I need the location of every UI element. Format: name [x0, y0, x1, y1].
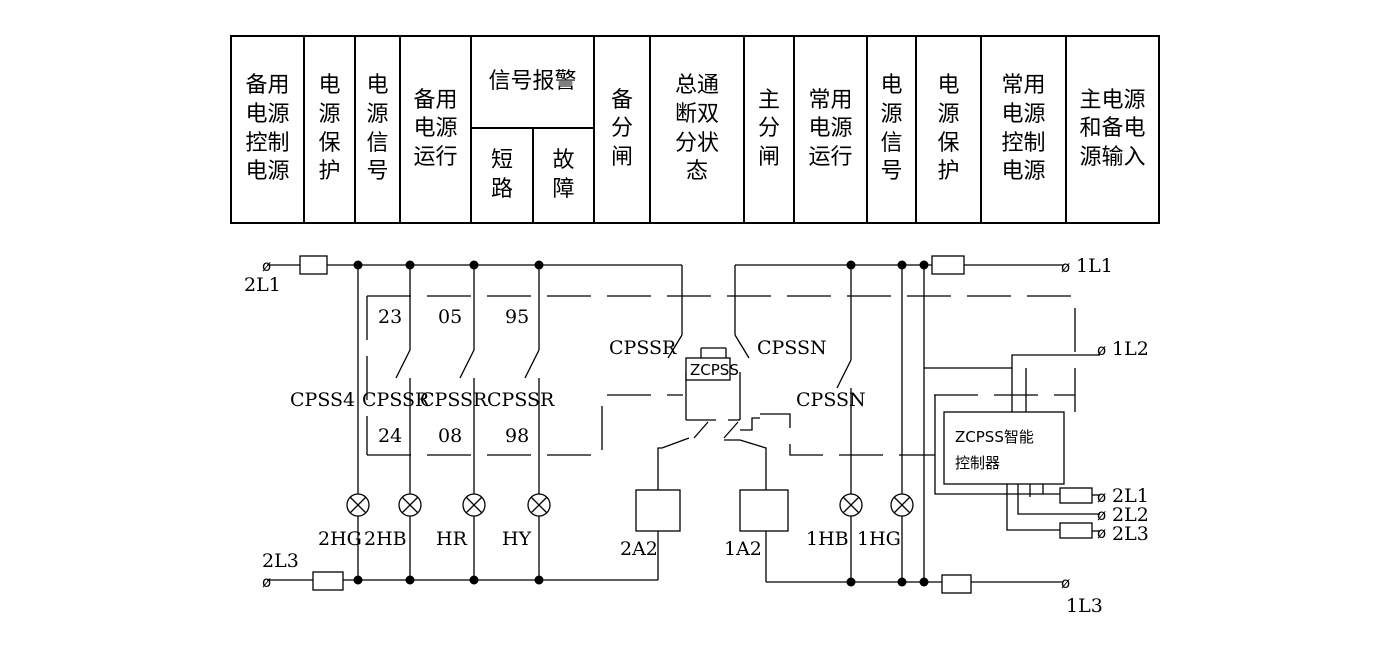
lamp-label-2hg: 2HG	[318, 528, 362, 550]
fuse-1l1	[931, 255, 965, 275]
contact-08: 08	[438, 425, 462, 447]
terminal-symbols: ø ø ø ø ø ø ø ø	[262, 257, 1106, 592]
col-short-circuit: 短 路	[470, 127, 534, 224]
cpssr-label-2: CPSSR	[420, 389, 488, 411]
col-fault: 故 障	[531, 127, 596, 224]
col-double-open-status: 总通 断双 分状 态	[649, 35, 746, 224]
lamp-1hg	[890, 493, 914, 517]
contact-23: 23	[378, 306, 402, 328]
terminal-right-2l2: 2L2	[1112, 504, 1149, 526]
contact-05: 05	[438, 306, 462, 328]
terminal-2l3: 2L3	[262, 550, 299, 572]
terminal-2l1: 2L1	[244, 274, 281, 296]
center-contacts	[657, 334, 767, 492]
terminal-right-2l3: 2L3	[1112, 523, 1149, 545]
standby-branches	[357, 265, 540, 580]
contact-95: 95	[505, 306, 529, 328]
fuse-1l3	[941, 574, 972, 594]
fuse-right-2l3	[1059, 522, 1093, 539]
legend-table: 备用 电源 控制 电源 电 源 保 护 电 源 信 号 备用 电源 运行 信号报…	[230, 35, 1161, 224]
cpssr-label-1: CPSSR	[362, 389, 430, 411]
lamp-label-2hb: 2HB	[364, 528, 407, 550]
col-power-signal-normal: 电 源 信 号	[866, 35, 918, 224]
lamp-label-1hb: 1HB	[806, 528, 849, 550]
top-bus	[267, 255, 1063, 335]
zcpss-controller	[943, 411, 1065, 485]
coil-2a2	[635, 489, 681, 532]
lamp-1hb	[839, 493, 863, 517]
svg-text:ø: ø	[1097, 488, 1106, 506]
svg-text:ø: ø	[262, 257, 271, 275]
col-normal-control-power: 常用 电源 控制 电源	[980, 35, 1068, 224]
col-normal-power-running: 常用 电源 运行	[793, 35, 869, 224]
col-main-standby-input: 主电源 和备电 源输入	[1065, 35, 1161, 224]
cpss4-label: CPSS4	[290, 389, 355, 411]
fuse-right-2l1	[1059, 487, 1093, 504]
col-standby-control-power: 备用 电源 控制 电源	[230, 35, 305, 224]
junctions	[353, 260, 929, 587]
fuse-2l3	[312, 571, 344, 591]
mechanical-linkage	[366, 295, 1076, 456]
svg-text:ø: ø	[1097, 341, 1106, 359]
cpssn-center-label: CPSSN	[757, 337, 827, 359]
cpssn-right-label: CPSSN	[796, 389, 866, 411]
terminal-1l2: 1L2	[1112, 338, 1149, 360]
terminal-1l3: 1L3	[1066, 595, 1103, 617]
cpssr-center-label: CPSSR	[609, 337, 677, 359]
col-standby-power-running: 备用 电源 运行	[399, 35, 472, 224]
normal-branches	[836, 265, 1100, 582]
lamp-2hb	[398, 493, 422, 517]
lamp-label-hr: HR	[436, 528, 468, 550]
terminal-right-2l1: 2L1	[1112, 485, 1149, 507]
col-standby-trip: 备 分 闸	[593, 35, 652, 224]
col-signal-alarm: 信号报警	[469, 35, 596, 129]
coil-1a2	[739, 489, 789, 532]
svg-text:ø: ø	[1061, 258, 1070, 276]
col-power-protection-normal: 电 源 保 护	[915, 35, 983, 224]
col-power-signal-standby: 电 源 信 号	[354, 35, 401, 224]
svg-text:ø: ø	[1097, 524, 1106, 542]
svg-text:ø: ø	[262, 573, 271, 591]
lamp-label-hy: HY	[502, 528, 532, 550]
cpssr-label-3: CPSSR	[487, 389, 555, 411]
contact-98: 98	[505, 425, 529, 447]
contact-24: 24	[378, 425, 402, 447]
lamp-2hg	[346, 493, 370, 517]
svg-text:ø: ø	[1097, 506, 1106, 524]
terminal-1l1: 1L1	[1076, 255, 1113, 277]
svg-text:ø: ø	[1061, 574, 1070, 592]
zcpss-label: ZCPSS	[690, 361, 739, 379]
controller-line1: ZCPSS智能	[955, 428, 1034, 446]
col-main-trip: 主 分 闸	[743, 35, 796, 224]
col-power-protection-standby: 电 源 保 护	[303, 35, 356, 224]
coil-label-1a2: 1A2	[724, 538, 762, 560]
zcpss-box	[685, 357, 731, 381]
lamp-label-1hg: 1HG	[857, 528, 901, 550]
lamp-hr	[462, 493, 486, 517]
coil-label-2a2: 2A2	[620, 538, 658, 560]
controller-line2: 控制器	[955, 454, 1000, 472]
lamp-hy	[527, 493, 551, 517]
fuse-2l1	[299, 255, 328, 275]
